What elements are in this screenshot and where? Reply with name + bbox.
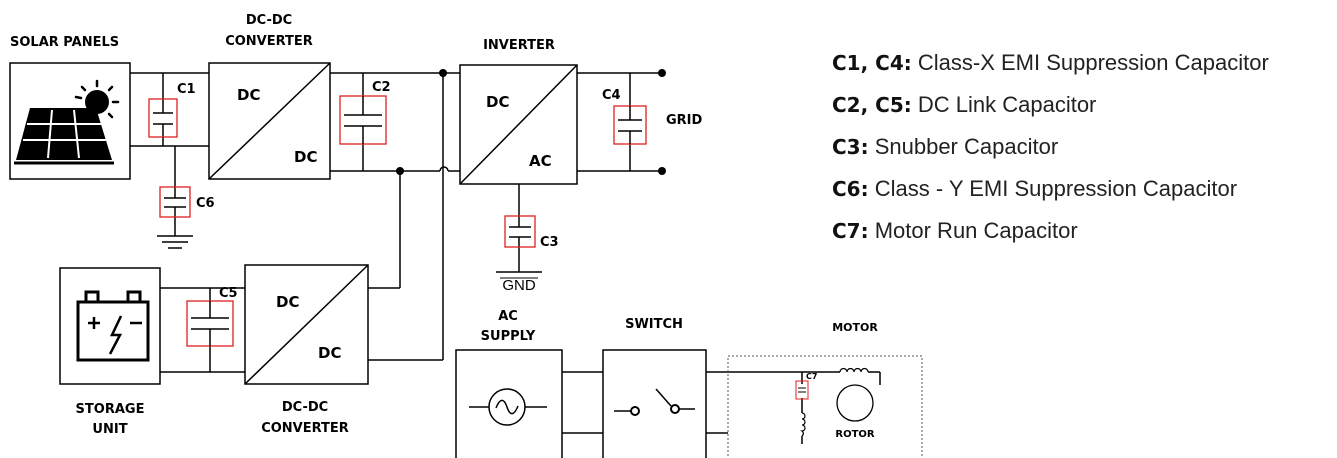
solar-panel-block: SOLAR PANELS: [9, 35, 131, 180]
storage-unit-block: STORAGE UNIT: [59, 267, 161, 437]
capacitor-c3: C3 GND: [500, 215, 559, 294]
legend-text: Motor Run Capacitor: [868, 218, 1078, 243]
dcdc-converter-bottom: DC DC DC-DC CONVERTER: [244, 264, 369, 436]
inverter-block: DC AC INVERTER: [459, 38, 578, 185]
solar-panel-icon: [14, 79, 120, 165]
storage-label-line1: STORAGE: [76, 402, 145, 417]
c7-label: C7: [806, 372, 817, 381]
legend-text: DC Link Capacitor: [911, 92, 1097, 117]
inverter-label: INVERTER: [483, 38, 555, 53]
dcdc-bottom-label-line1: DC-DC: [282, 400, 328, 415]
legend-text: Class - Y EMI Suppression Capacitor: [868, 176, 1238, 201]
capacitor-c5: C5: [186, 286, 238, 347]
dcdc-top-in-text: DC: [237, 86, 260, 104]
dcdc-bottom-out-text: DC: [318, 344, 341, 362]
capacitor-legend: C1, C4: Class-X EMI Suppression Capacito…: [832, 48, 1332, 258]
c4-label: C4: [602, 88, 621, 103]
battery-icon: [76, 290, 150, 362]
inverter-out-text: AC: [529, 152, 552, 170]
junction-dots: [396, 69, 666, 175]
dcdc-bottom-label-line2: CONVERTER: [261, 421, 349, 436]
motor-block: C7 ROTOR MOTOR: [727, 321, 923, 458]
rotor-label: ROTOR: [835, 429, 875, 440]
legend-item-c2-c5: C2, C5: DC Link Capacitor: [832, 90, 1332, 120]
legend-key: C6:: [832, 177, 869, 201]
legend-item-c1-c4: C1, C4: Class-X EMI Suppression Capacito…: [832, 48, 1332, 78]
ac-supply-label-line1: AC: [498, 309, 518, 324]
legend-key: C2, C5:: [832, 93, 912, 117]
legend-item-c7: C7: Motor Run Capacitor: [832, 216, 1332, 246]
wires: [130, 72, 881, 444]
solar-panels-label: SOLAR PANELS: [10, 35, 119, 50]
dcdc-top-out-text: DC: [294, 148, 317, 166]
inverter-in-text: DC: [486, 93, 509, 111]
c5-label: C5: [219, 286, 238, 301]
switch-block: SWITCH: [602, 317, 707, 458]
legend-key: C1, C4:: [832, 51, 912, 75]
capacitor-c6: C6: [159, 186, 215, 218]
c6-label: C6: [196, 196, 215, 211]
legend-key: C7:: [832, 219, 869, 243]
ac-supply-block: AC SUPPLY: [455, 309, 563, 458]
legend-text: Class-X EMI Suppression Capacitor: [911, 50, 1269, 75]
motor-label: MOTOR: [832, 321, 878, 334]
c2-label: C2: [372, 80, 391, 95]
switch-label: SWITCH: [625, 317, 683, 332]
storage-label-line2: UNIT: [92, 422, 127, 437]
legend-text: Snubber Capacitor: [868, 134, 1059, 159]
c1-label: C1: [177, 82, 196, 97]
grid-label: GRID: [666, 113, 703, 128]
legend-item-c3: C3: Snubber Capacitor: [832, 132, 1332, 162]
dcdc-bottom-in-text: DC: [276, 293, 299, 311]
ac-supply-label-line2: SUPPLY: [481, 329, 536, 344]
capacitor-c1: C1: [148, 82, 196, 138]
dcdc-converter-top: DC DC DC-DC CONVERTER: [208, 13, 331, 180]
c3-label: C3: [540, 235, 559, 250]
dcdc-top-label-line1: DC-DC: [246, 13, 292, 28]
dcdc-top-label-line2: CONVERTER: [225, 34, 313, 49]
legend-key: C3:: [832, 135, 869, 159]
capacitor-c2: C2: [339, 80, 391, 145]
capacitor-c4: C4: [602, 88, 647, 145]
legend-item-c6: C6: Class - Y EMI Suppression Capacitor: [832, 174, 1332, 204]
gnd-label: GND: [502, 277, 536, 294]
